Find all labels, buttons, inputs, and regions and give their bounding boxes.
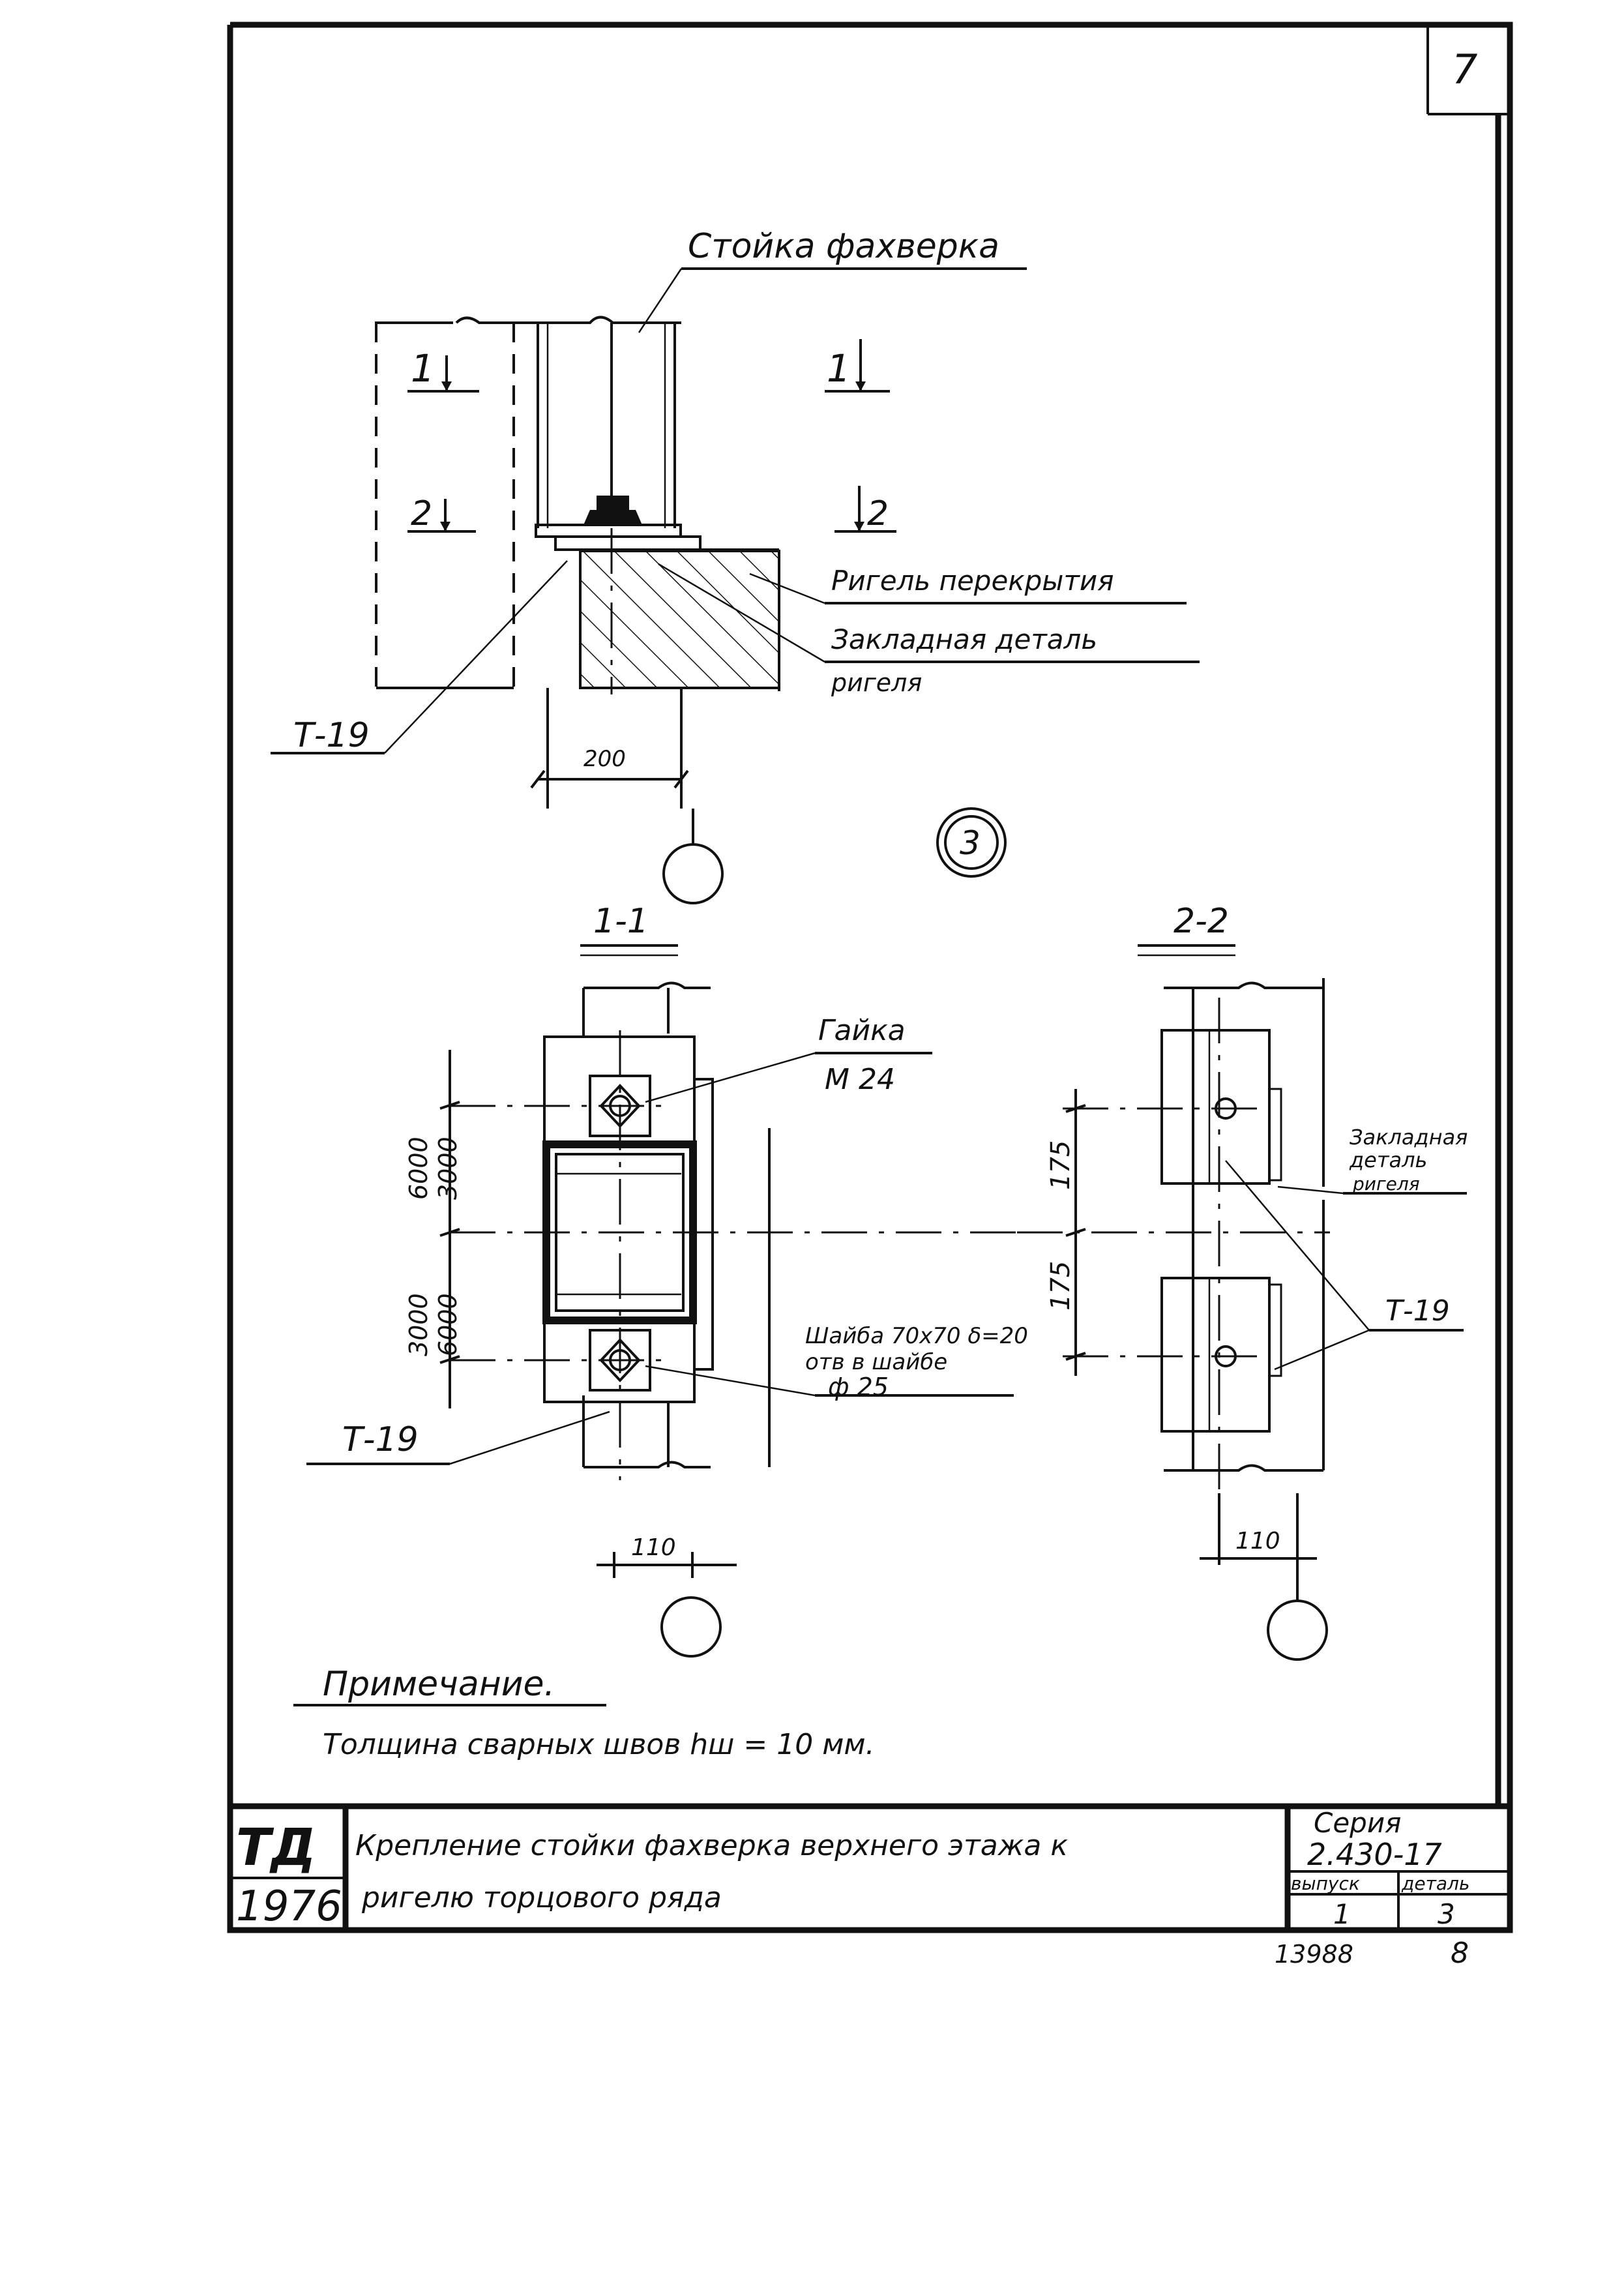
weld-label-section-2: Т-19 xyxy=(1385,1294,1450,1328)
svg-text:2: 2 xyxy=(867,494,889,533)
axis-bubble-section-1 xyxy=(660,1596,722,1658)
dim-175-top: 175 xyxy=(1046,1140,1076,1190)
axis-bubble-section-2 xyxy=(1267,1600,1328,1661)
embedded-part-section-2-label-2: деталь xyxy=(1349,1148,1427,1172)
weld-label-section-1: Т-19 xyxy=(342,1420,419,1459)
dim-110-section-1: 110 xyxy=(631,1534,676,1561)
sheet-number: 8 xyxy=(1451,1937,1469,1970)
series-label: Серия xyxy=(1314,1807,1401,1839)
axis-bubble-elevation xyxy=(662,843,724,904)
section-1-1-title: 1-1 xyxy=(593,902,649,941)
dim-175-bot: 175 xyxy=(1046,1261,1076,1311)
series-value: 2.430-17 xyxy=(1307,1837,1442,1872)
washer-hole-diameter: ф 25 xyxy=(828,1373,889,1401)
weld-label-elevation: Т-19 xyxy=(293,716,370,755)
dim-3000-bot: 3000 xyxy=(404,1293,433,1356)
dim-3000-top: 3000 xyxy=(434,1137,462,1200)
section-1-1: 1-1 6000 300 xyxy=(306,902,1028,1658)
svg-text:2: 2 xyxy=(411,494,432,533)
nut-size-label: М 24 xyxy=(825,1063,895,1096)
nut-label: Гайка xyxy=(818,1014,906,1047)
washer-label: Шайба 70х70 δ=20 xyxy=(805,1323,1028,1349)
note-text: Толщина сварных швов hш = 10 мм. xyxy=(323,1728,875,1761)
section-2-2: 2-2 175 175 Закладная xyxy=(1017,902,1468,1661)
archive-number: 13988 xyxy=(1275,1940,1353,1969)
dim-110-section-2: 110 xyxy=(1235,1528,1280,1555)
elevation-view: 200 3 1 1 2 2 Стойка фахверка xyxy=(271,227,1200,904)
post-label: Стойка фахверка xyxy=(688,227,999,266)
embedded-part-label-2: ригеля xyxy=(831,668,922,697)
issue-value: 1 xyxy=(1333,1898,1351,1930)
drawing-title-line-2: ригелю торцового ряда xyxy=(361,1881,722,1914)
section-markers: 1 1 2 2 xyxy=(407,339,896,533)
washer-hole-label: отв в шайбе xyxy=(805,1349,947,1375)
issue-label: выпуск xyxy=(1291,1873,1360,1894)
page-number: 7 xyxy=(1452,46,1477,93)
section-2-2-title: 2-2 xyxy=(1174,902,1229,941)
year: 1976 xyxy=(236,1883,342,1931)
logo: ТД xyxy=(236,1819,316,1877)
note-title: Примечание. xyxy=(323,1665,555,1704)
embedded-part-label: Закладная деталь xyxy=(831,623,1097,655)
svg-text:1: 1 xyxy=(827,346,851,391)
embedded-part-section-2-label-3: ригеля xyxy=(1352,1173,1420,1195)
dim-200: 200 xyxy=(583,746,626,772)
title-block: ТД 1976 Крепление стойки фахверка верхне… xyxy=(230,1803,1510,1970)
dim-6000-bot: 6000 xyxy=(434,1293,462,1356)
detail-value: 3 xyxy=(1438,1898,1455,1930)
embedded-part-section-2-label: Закладная xyxy=(1350,1125,1468,1150)
detail-label: деталь xyxy=(1401,1873,1469,1894)
drawing-title-line-1: Крепление стойки фахверка верхнего этажа… xyxy=(355,1829,1068,1862)
svg-text:1: 1 xyxy=(411,346,435,391)
sheet-frame xyxy=(227,22,1513,1933)
note-block: Примечание. Толщина сварных швов hш = 10… xyxy=(293,1665,875,1761)
crossbar-label: Ригель перекрытия xyxy=(831,565,1114,597)
node-number: 3 xyxy=(960,824,981,862)
node-marker xyxy=(936,807,1007,878)
dim-6000-top: 6000 xyxy=(404,1137,433,1200)
